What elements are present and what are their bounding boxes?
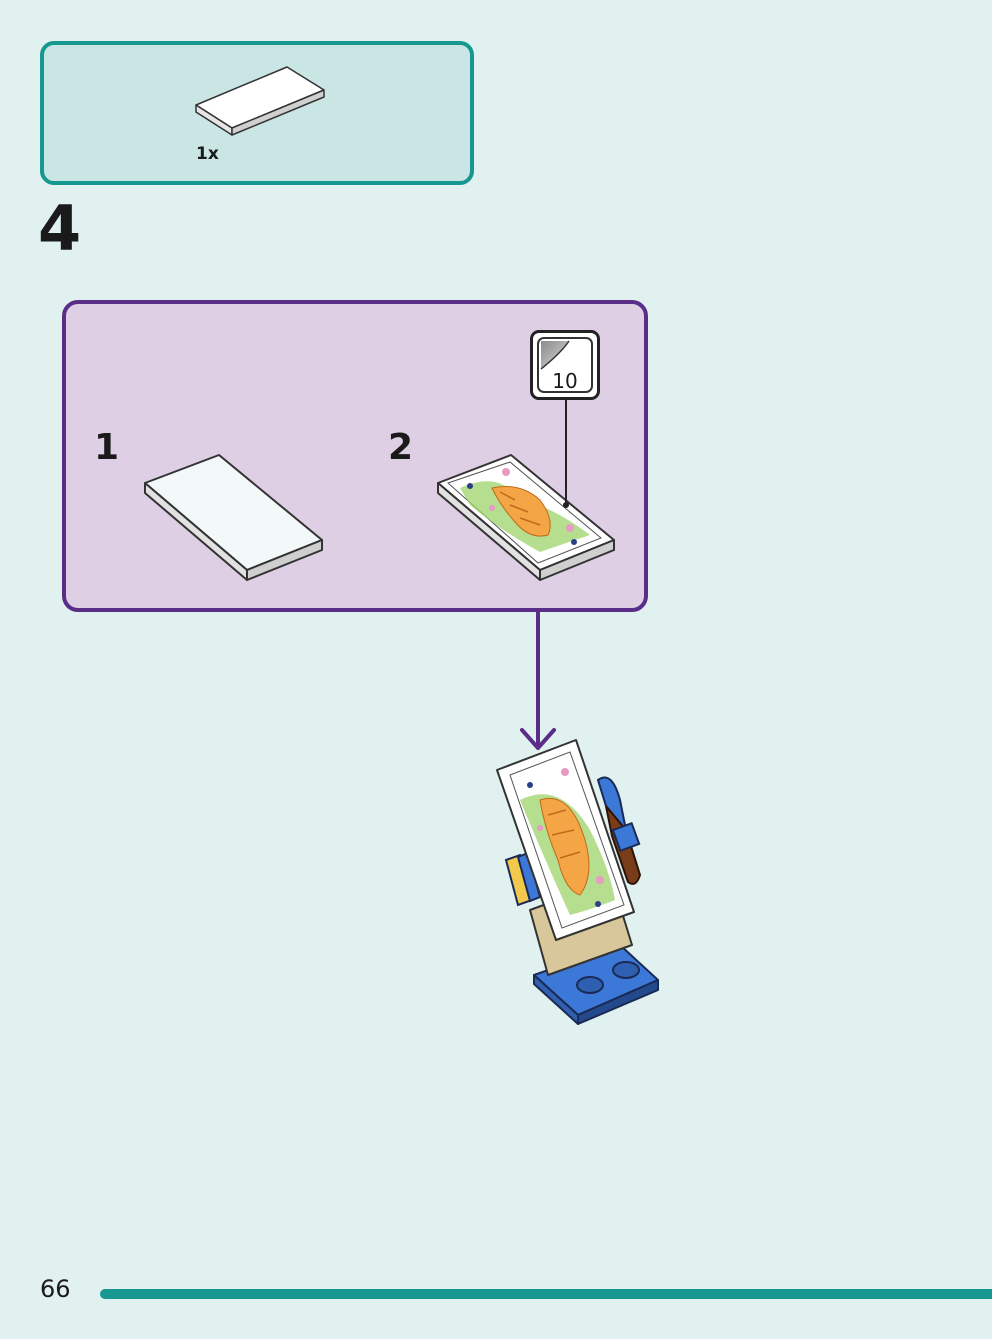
sticker-number: 10	[552, 369, 578, 393]
parts-list-box: 1x	[40, 41, 474, 185]
substep-1-number: 1	[94, 427, 120, 468]
page-number: 66	[40, 1275, 71, 1303]
step-number: 4	[38, 192, 81, 265]
easel-model-icon	[496, 739, 659, 1025]
footer-bar	[100, 1289, 992, 1299]
substep-2-number: 2	[388, 427, 414, 468]
sticker-callout: 10	[530, 330, 600, 400]
tile-1x2-icon	[195, 66, 325, 136]
arrow-down-icon	[520, 610, 556, 750]
part-quantity: 1x	[196, 144, 219, 164]
plain-tile-icon	[144, 454, 323, 581]
sticker-icon	[537, 337, 593, 393]
decorated-tile-icon	[437, 454, 615, 581]
